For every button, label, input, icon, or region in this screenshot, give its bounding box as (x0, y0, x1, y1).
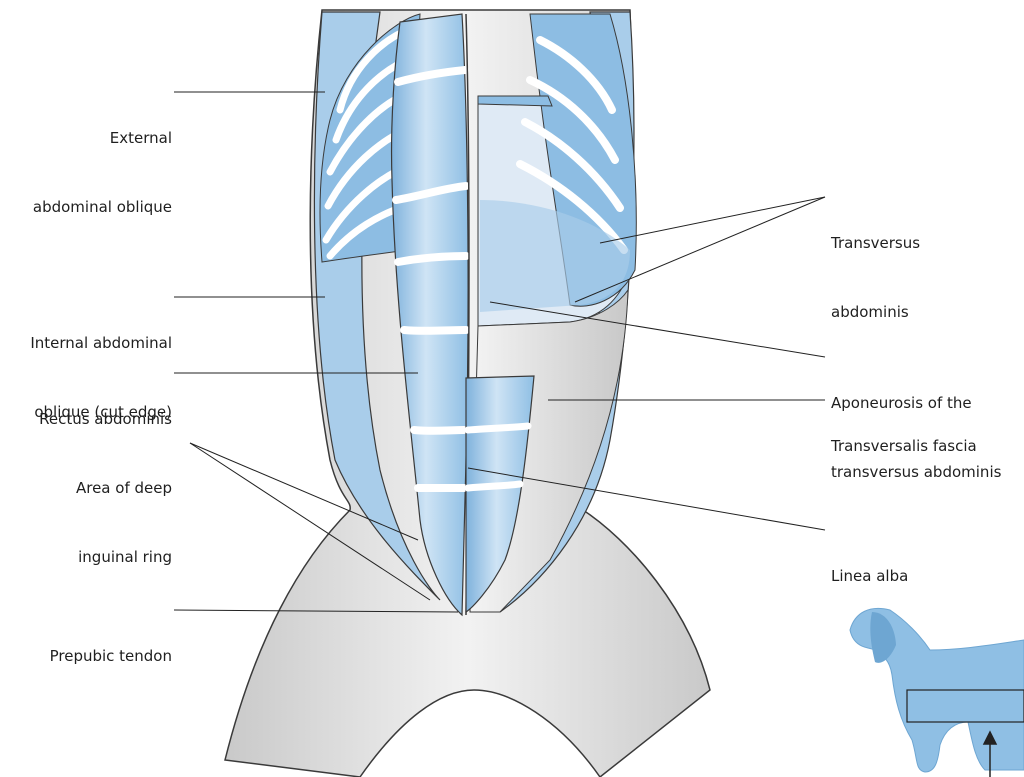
label-transversalis-fascia: Transversalis fascia (831, 389, 977, 481)
label-external-oblique: External abdominal oblique (33, 81, 172, 242)
label-deep-inguinal-ring: Area of deep inguinal ring (76, 431, 172, 592)
label-linea-alba: Linea alba (831, 519, 908, 611)
label-transversus-abdominis: Transversus abdominis (831, 186, 920, 347)
label-prepubic-tendon: Prepubic tendon (50, 599, 172, 691)
rectus-flap (478, 96, 552, 106)
dog-orientation-silhouette (850, 608, 1024, 772)
